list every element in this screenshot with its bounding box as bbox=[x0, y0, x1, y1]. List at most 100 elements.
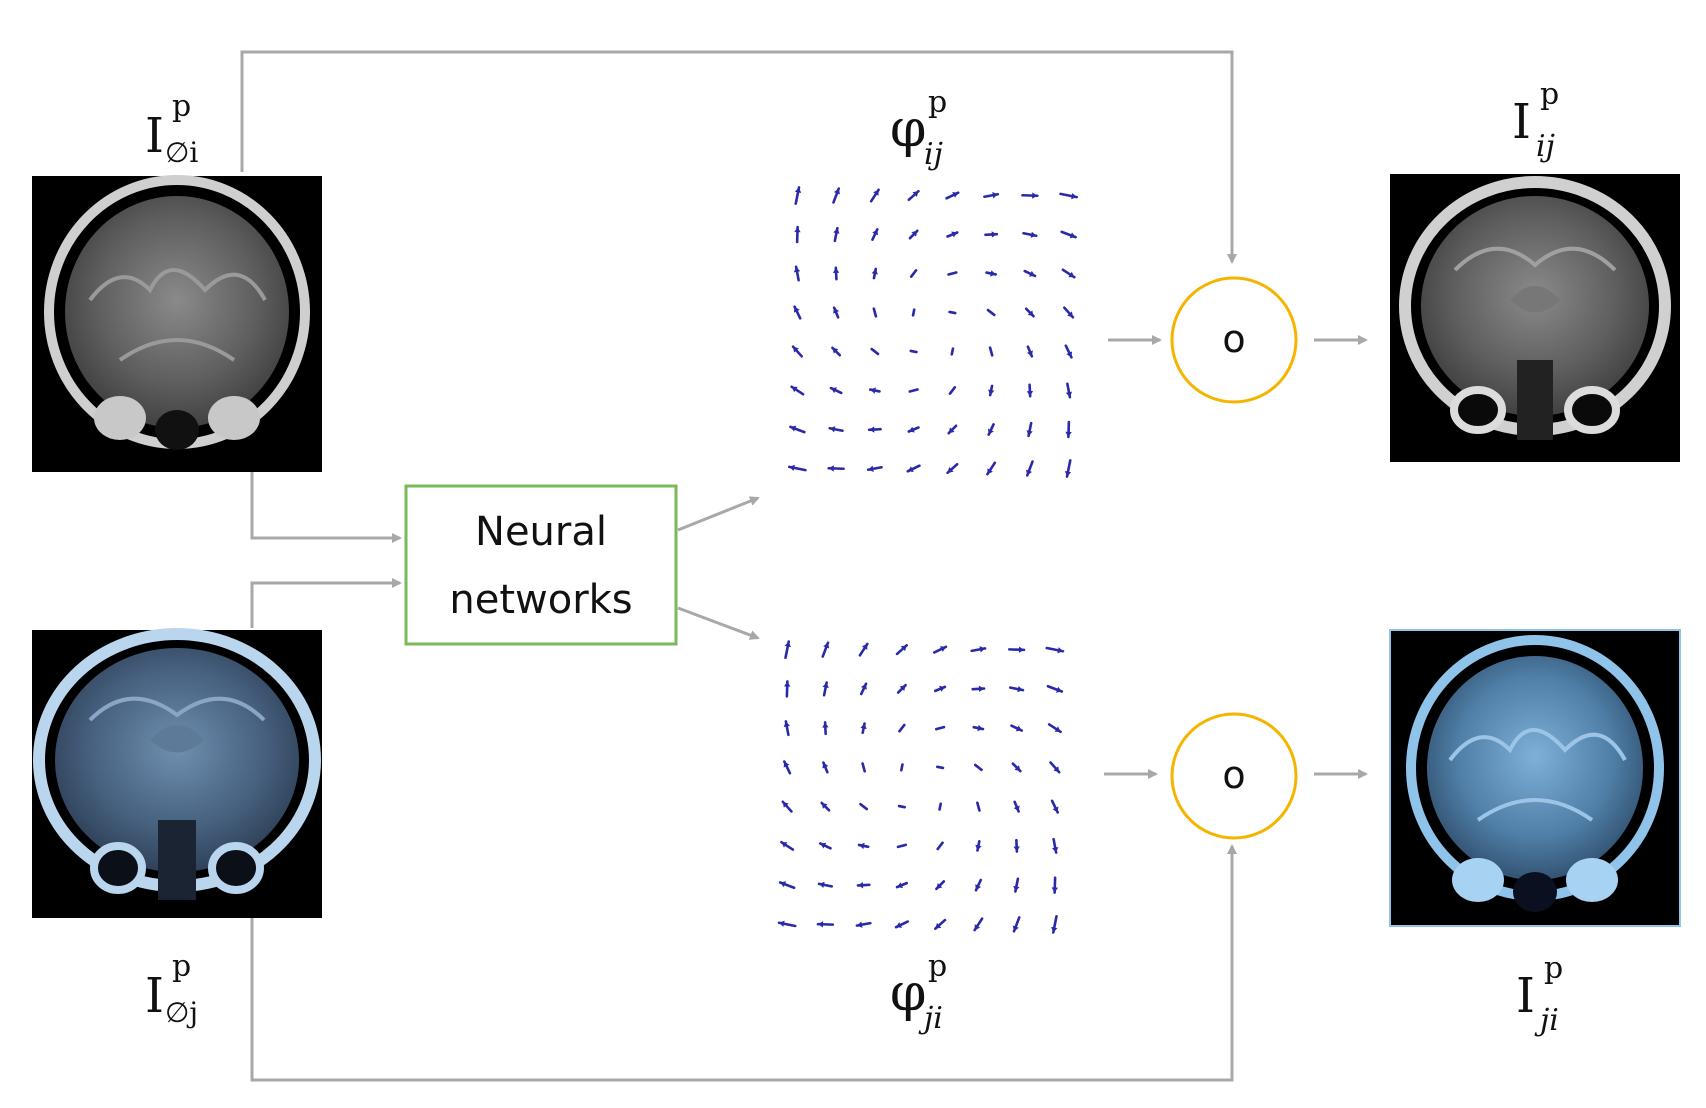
vector-glyph bbox=[908, 388, 919, 393]
vector-glyph-head bbox=[859, 842, 865, 850]
vector-glyph-head bbox=[1051, 926, 1058, 933]
vector-glyph-head bbox=[1054, 726, 1061, 732]
label-field-ij-base: φ bbox=[890, 99, 926, 159]
vector-glyph-head bbox=[833, 228, 840, 234]
vector-glyph-head bbox=[833, 307, 840, 314]
vector-glyph-head bbox=[979, 646, 986, 653]
vector-glyph bbox=[898, 723, 906, 733]
vector-glyph-head bbox=[896, 922, 903, 928]
vector-glyph-head bbox=[1069, 232, 1076, 239]
label-output-ij-sub: ij bbox=[1536, 129, 1555, 164]
connectors bbox=[240, 50, 1368, 1082]
compose-op-bottom-label: o bbox=[1222, 753, 1245, 797]
label-output-ji-sub: ji bbox=[1534, 1003, 1559, 1038]
vector-glyph-head bbox=[952, 191, 959, 198]
vector-glyph-head bbox=[1065, 391, 1073, 398]
network-to-field-ji bbox=[677, 606, 760, 640]
vector-glyph-head bbox=[992, 192, 998, 199]
vector-glyph-head bbox=[820, 842, 827, 849]
vector-glyph bbox=[859, 802, 869, 811]
vector-glyph-head bbox=[899, 685, 906, 692]
vector-glyph-head bbox=[975, 884, 982, 891]
vector-glyph-head bbox=[1053, 766, 1060, 773]
vector-glyph-head bbox=[822, 762, 829, 769]
vector-glyph-head bbox=[1026, 430, 1033, 436]
label-input-i: I p ∅i bbox=[145, 89, 198, 169]
neural-network-box: Neural networks bbox=[404, 484, 678, 646]
vector-glyph-head bbox=[1068, 271, 1075, 278]
vector-glyph-head bbox=[822, 722, 829, 728]
label-field-ij: φ p ij bbox=[890, 85, 947, 172]
vector-glyph-head bbox=[1067, 311, 1073, 318]
vector-glyph-head bbox=[789, 464, 795, 472]
vector-glyph-head bbox=[908, 426, 915, 433]
vector-glyph bbox=[948, 310, 957, 315]
vector-glyph bbox=[973, 763, 983, 772]
svg-text:I: I bbox=[145, 968, 164, 1024]
vector-glyph-head bbox=[857, 881, 864, 889]
output-image-ij bbox=[1390, 174, 1680, 462]
compose-op-top-label: o bbox=[1222, 317, 1245, 361]
vector-glyph-head bbox=[1017, 685, 1023, 693]
vector-glyph-head bbox=[1055, 686, 1062, 693]
vector-glyph bbox=[976, 801, 981, 812]
vector-glyph bbox=[986, 308, 996, 317]
vector-glyph-head bbox=[860, 683, 867, 690]
vector-glyph-head bbox=[871, 268, 878, 275]
vector-glyph-head bbox=[978, 685, 985, 693]
vector-glyph-head bbox=[935, 922, 942, 929]
label-input-i-base: I bbox=[145, 108, 164, 164]
vector-glyph-head bbox=[791, 386, 798, 393]
svg-text:p: p bbox=[928, 949, 947, 984]
vector-glyph-head bbox=[832, 347, 839, 354]
vector-glyph-head bbox=[856, 921, 863, 928]
vector-glyph-head bbox=[1029, 270, 1036, 277]
vector-glyph-head bbox=[1018, 646, 1025, 653]
vector-glyph-head bbox=[1032, 192, 1038, 199]
vector-glyph-head bbox=[1014, 765, 1021, 772]
input-image-j bbox=[32, 628, 322, 918]
vector-glyph-head bbox=[860, 723, 867, 730]
vector-glyph-head bbox=[1052, 806, 1059, 813]
label-input-j: I p ∅j bbox=[145, 949, 198, 1029]
vector-glyph bbox=[909, 269, 918, 278]
vector-glyph-head bbox=[951, 231, 958, 238]
svg-text:p: p bbox=[172, 949, 191, 984]
vector-glyph-head bbox=[1030, 231, 1037, 238]
network-to-field-ij bbox=[677, 496, 760, 532]
vector-glyph-head bbox=[974, 924, 981, 931]
label-field-ij-sup: p bbox=[928, 85, 947, 120]
label-output-ij-base: I bbox=[1512, 94, 1531, 150]
svg-text:ji: ji bbox=[1534, 1003, 1559, 1038]
vector-glyph-head bbox=[1026, 469, 1033, 476]
output-image-ji bbox=[1389, 629, 1681, 927]
skip-line-bottom bbox=[250, 844, 1237, 1082]
vector-glyph-head bbox=[870, 387, 876, 394]
vector-glyph-head bbox=[1064, 470, 1072, 477]
svg-text:I: I bbox=[1512, 94, 1531, 150]
svg-text:ij: ij bbox=[1536, 129, 1555, 164]
vector-glyph-head bbox=[947, 467, 954, 473]
vector-glyph-head bbox=[1015, 725, 1022, 732]
vector-glyph-head bbox=[1071, 192, 1077, 200]
vector-glyph-head bbox=[987, 468, 993, 475]
vector-glyph-head bbox=[1027, 310, 1034, 317]
input-i-to-network bbox=[250, 470, 402, 543]
label-input-i-sub: ∅i bbox=[165, 136, 198, 169]
vector-glyph-head bbox=[783, 761, 790, 768]
vector-glyph-head bbox=[783, 681, 791, 687]
svg-text:I: I bbox=[1516, 968, 1535, 1024]
vector-glyph bbox=[896, 843, 908, 849]
label-input-j-sup: p bbox=[172, 949, 191, 984]
vector-glyph-head bbox=[1026, 350, 1033, 357]
vector-glyph-head bbox=[1013, 846, 1020, 852]
vector-glyph-head bbox=[833, 188, 840, 195]
input-j-to-network bbox=[250, 578, 402, 628]
label-field-ji: φ p ji bbox=[890, 949, 947, 1036]
svg-text:ij: ij bbox=[924, 137, 943, 172]
vector-glyph-head bbox=[897, 882, 903, 889]
vector-glyph-head bbox=[794, 227, 801, 233]
vector-glyph-head bbox=[793, 306, 800, 313]
label-output-ij-sup: p bbox=[1540, 77, 1559, 112]
label-output-ji: I p ji bbox=[1516, 951, 1563, 1038]
